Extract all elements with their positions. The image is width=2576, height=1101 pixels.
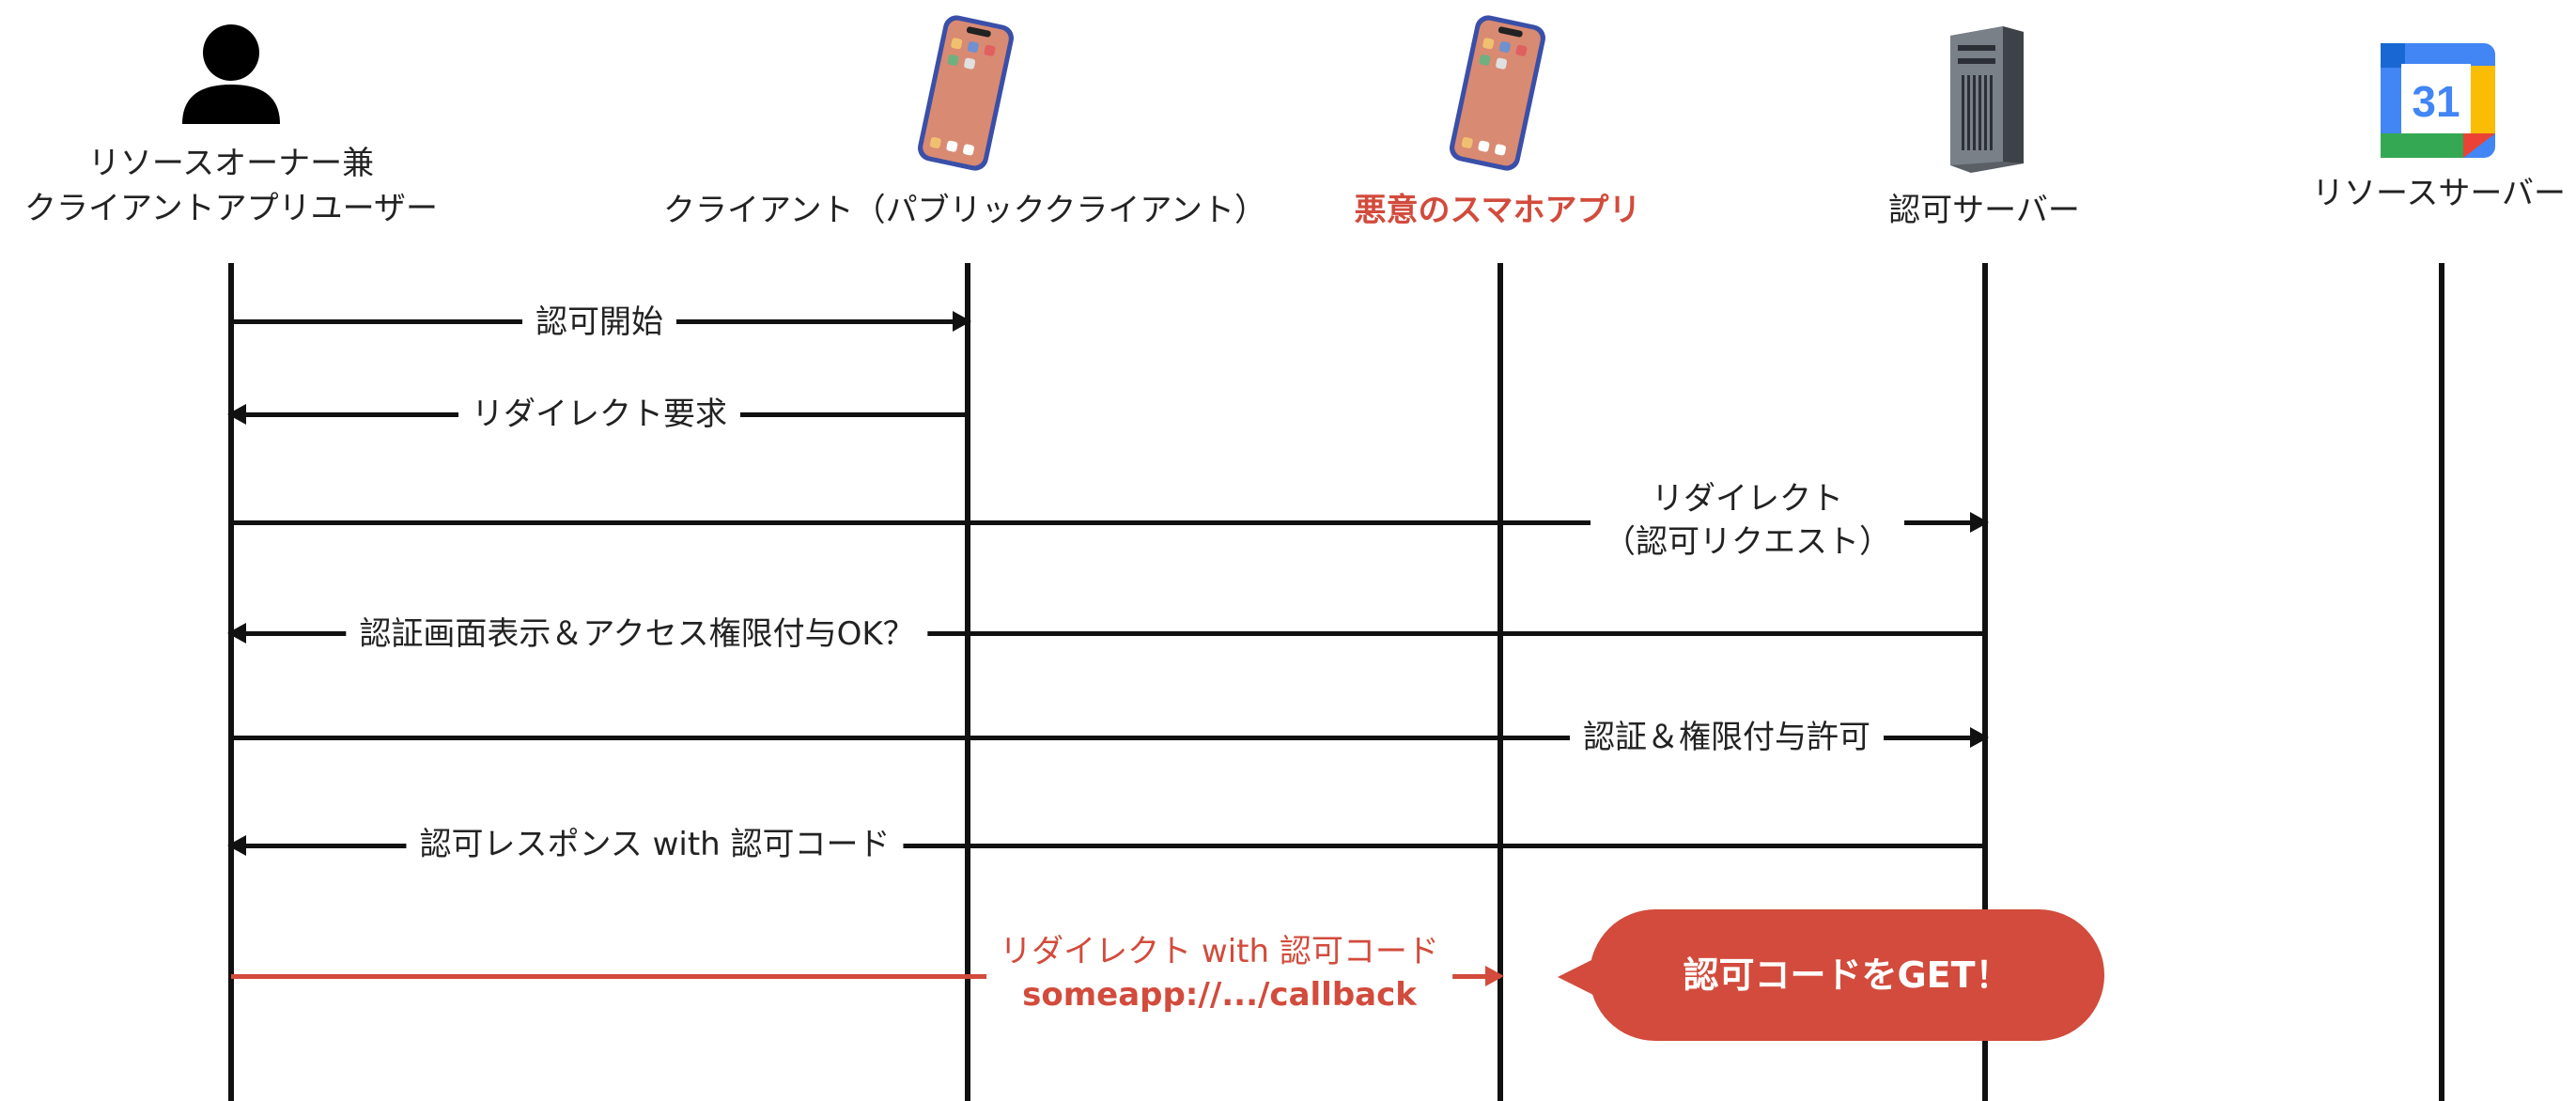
smartphone-icon — [1450, 15, 1545, 171]
message-label: 認証＆権限付与許可 — [1570, 716, 1884, 759]
person-icon — [182, 24, 280, 124]
message-arrow-grant-permission — [231, 727, 1989, 748]
message-label-line2: someapp://.../callback — [1022, 976, 1417, 1014]
message-label: 認可レスポンス with 認可コード — [406, 823, 904, 866]
lifeline-resource-owner — [228, 263, 234, 1101]
message-label: リダイレクト with 認可コード someapp://.../callback — [986, 930, 1452, 1016]
lifeline-malicious-app — [1497, 263, 1503, 1101]
message-arrow-redirect-with-code — [231, 966, 1504, 986]
actor-label-line1: リソースオーナー兼 — [87, 145, 375, 182]
server-icon — [1950, 26, 2024, 173]
message-label-line2: （認可リクエスト） — [1604, 523, 1891, 561]
smartphone-icon — [918, 15, 1014, 171]
actor-label-client: クライアント（パブリッククライアント） — [663, 192, 1266, 229]
calendar-icon-date: 31 — [2412, 77, 2460, 126]
callout-bubble: 認可コードをGET！ — [1590, 909, 2104, 1041]
message-arrow-redirect-auth-request — [231, 512, 1989, 533]
message-arrow-consent-screen — [227, 623, 1985, 644]
arrowhead-right-icon — [1970, 512, 1989, 533]
arrowhead-left-icon — [227, 623, 246, 644]
callout-tail — [1558, 958, 1595, 996]
actor-label-resource-server: リソースサーバー — [2312, 175, 2566, 212]
message-label-line1: リダイレクト — [1652, 480, 1843, 518]
arrowhead-right-icon — [953, 311, 971, 332]
message-label: 認証画面表示＆アクセス権限付与OK？ — [346, 613, 928, 656]
message-label-line1: リダイレクト with 認可コード — [1000, 933, 1439, 970]
actor-label-resource-owner: リソースオーナー兼 クライアントアプリユーザー — [24, 141, 438, 231]
arrowhead-right-icon — [1970, 727, 1989, 748]
calendar-icon: 31 — [2381, 43, 2495, 158]
actor-label-auth-server: 認可サーバー — [1888, 192, 2080, 229]
arrowhead-right-icon — [1485, 966, 1504, 986]
message-label: リダイレクト （認可リクエスト） — [1591, 477, 1904, 564]
message-label: 認可開始 — [522, 301, 676, 344]
arrowhead-left-icon — [227, 404, 246, 425]
lifeline-auth-server — [1982, 263, 1988, 1101]
arrowhead-left-icon — [227, 835, 246, 856]
actor-label-line2: クライアントアプリユーザー — [24, 190, 438, 227]
lifeline-resource-server — [2439, 263, 2444, 1101]
actor-label-malicious-app: 悪意のスマホアプリ — [1354, 192, 1641, 229]
message-arrow-auth-response — [227, 835, 1985, 856]
lifeline-client — [965, 263, 970, 1101]
message-label: リダイレクト要求 — [458, 393, 740, 436]
